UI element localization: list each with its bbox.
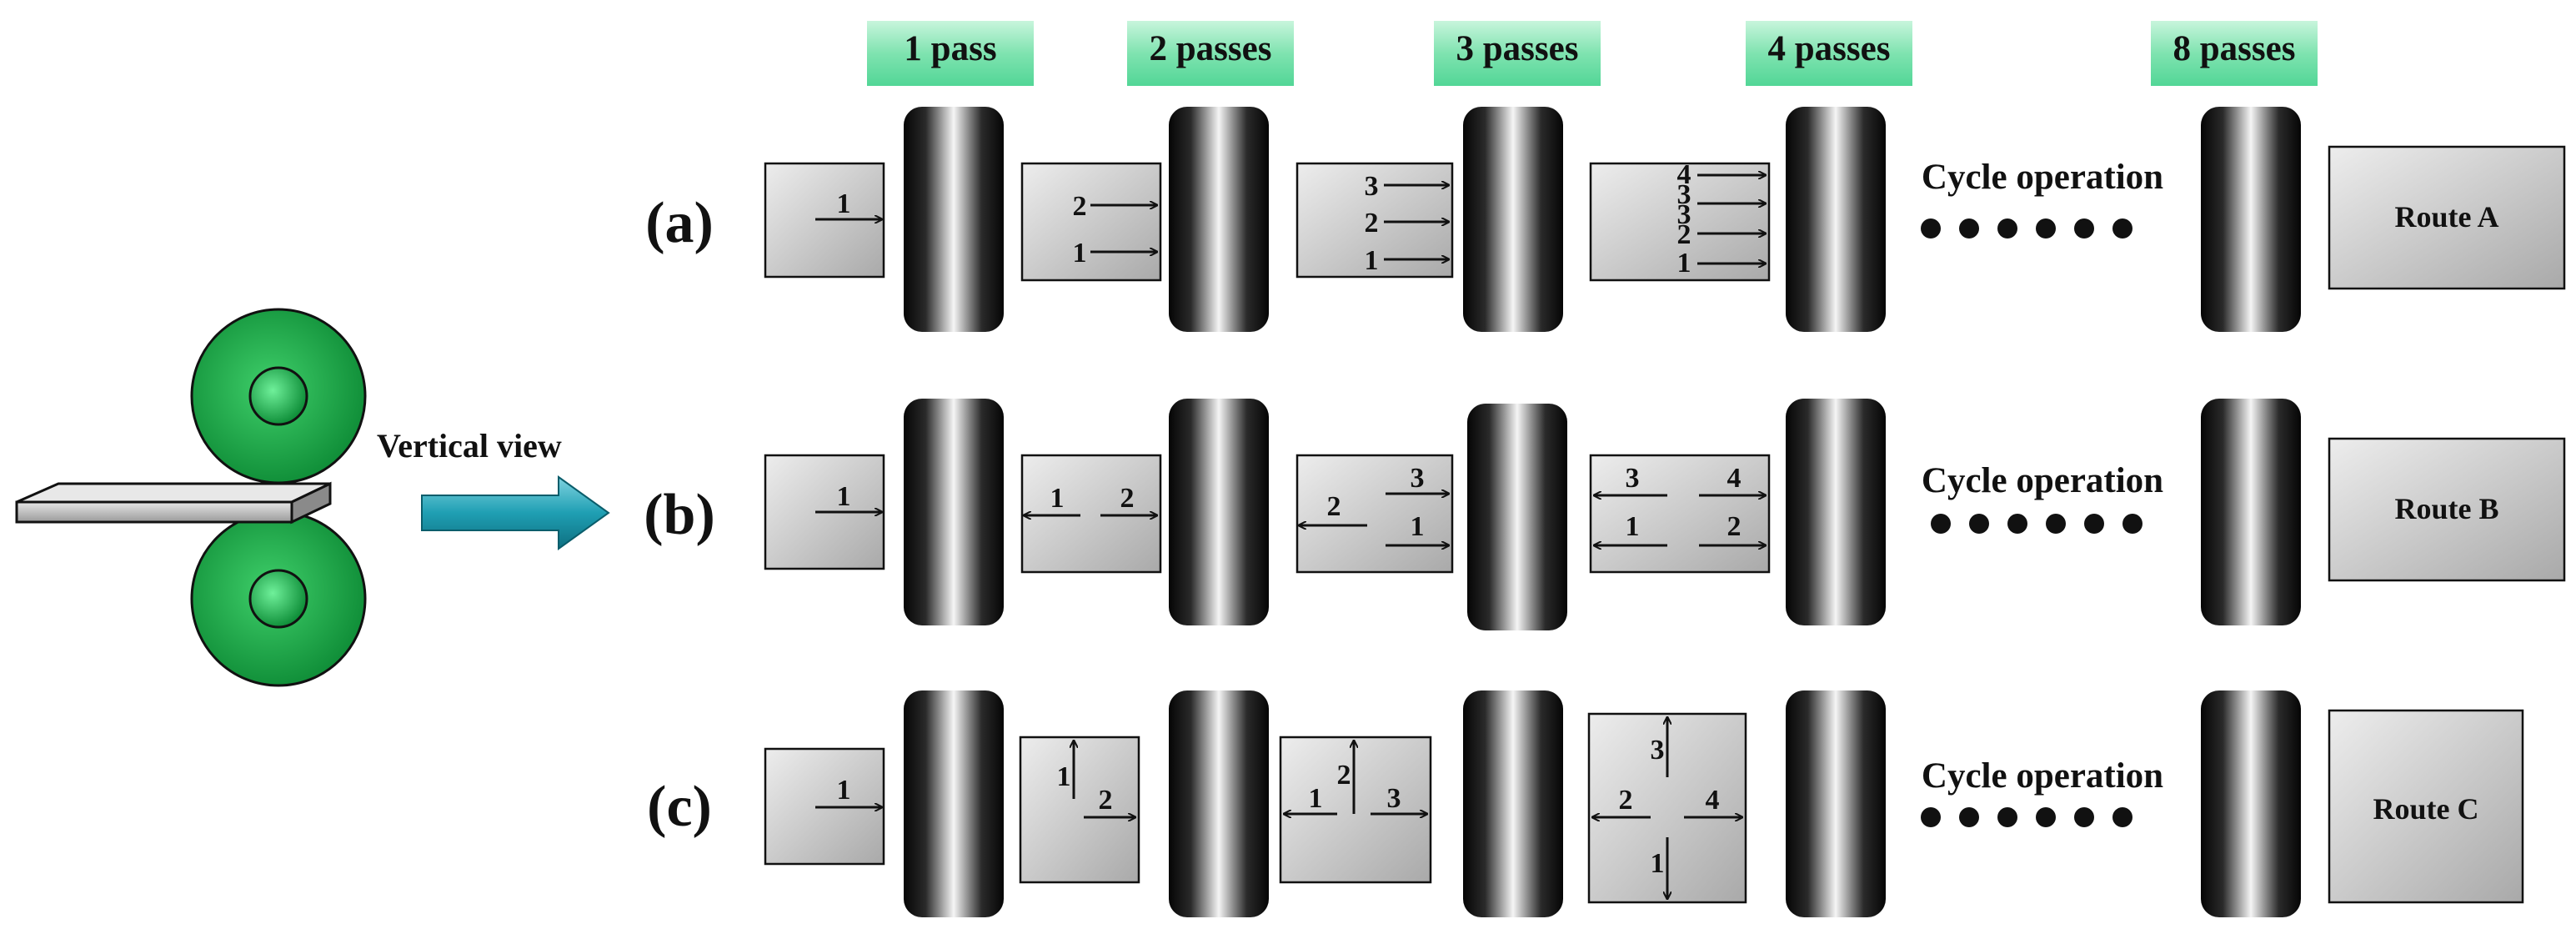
vertical-view-label: Vertical view	[377, 427, 562, 464]
svg-text:3: 3	[1651, 735, 1665, 766]
sample-b-route: Route B	[2328, 437, 2566, 582]
sample-b-2: 1 2	[1020, 454, 1162, 574]
sample-c-4: 3 2 4 1	[1587, 712, 1747, 904]
roller-c-4	[1786, 690, 1886, 917]
pass-label: 3 passes	[1456, 29, 1579, 68]
roller-c-3	[1463, 690, 1563, 917]
cycle-label-c: Cycle operation	[1922, 756, 2163, 796]
sample-c-2: 1 2	[1019, 736, 1140, 884]
roller-b-1	[904, 399, 1004, 625]
pass-label: 4 passes	[1768, 29, 1891, 68]
sample-b-4: 3 1 4 2	[1589, 454, 1771, 574]
sample-c-route: Route C	[2328, 709, 2524, 904]
svg-text:1: 1	[837, 775, 851, 806]
svg-text:1: 1	[1651, 848, 1665, 879]
cycle-dots-b	[1931, 514, 2142, 534]
roller-c-1	[904, 690, 1004, 917]
svg-text:4: 4	[1677, 159, 1691, 190]
lower-roller	[190, 510, 367, 687]
cycle-label-a: Cycle operation	[1922, 158, 2163, 197]
svg-text:3: 3	[1626, 463, 1640, 494]
pass-header-2: 2 passes	[1127, 21, 1294, 86]
svg-text:2: 2	[1337, 760, 1351, 791]
row-label-b: (b)	[644, 483, 715, 547]
svg-text:2: 2	[1619, 785, 1633, 816]
sample-a-4: 4 3 3 2 1	[1589, 159, 1771, 282]
pass-header-1: 1 pass	[867, 21, 1034, 86]
roller-a-3	[1463, 107, 1563, 332]
sample-a-2: 2 1	[1020, 162, 1162, 282]
sample-a-1: 1	[764, 162, 885, 279]
roller-b-4	[1786, 399, 1886, 625]
pass-header-8: 8 passes	[2151, 21, 2318, 86]
svg-text:2: 2	[1727, 511, 1742, 542]
cycle-dots-c	[1921, 807, 2132, 827]
roller-c-8	[2201, 690, 2301, 917]
svg-text:1: 1	[1411, 511, 1425, 542]
pass-header-4: 4 passes	[1746, 21, 1912, 86]
svg-text:3: 3	[1387, 783, 1401, 814]
upper-roller	[190, 308, 367, 485]
svg-text:2: 2	[1099, 785, 1113, 816]
sheet-plate	[15, 481, 332, 525]
sample-a-route: Route A	[2328, 145, 2566, 290]
sample-a-3: 3 2 1	[1296, 162, 1454, 279]
roller-a-4	[1786, 107, 1886, 332]
pass-label: 2 passes	[1150, 29, 1272, 68]
roller-b-2	[1169, 399, 1269, 625]
svg-text:4: 4	[1706, 785, 1720, 816]
pass-header-3: 3 passes	[1434, 21, 1601, 86]
svg-text:2: 2	[1677, 219, 1691, 250]
roller-a-1	[904, 107, 1004, 332]
cycle-label-b: Cycle operation	[1922, 461, 2163, 500]
sample-c-3: 2 1 3	[1279, 736, 1432, 884]
roller-a-2	[1169, 107, 1269, 332]
roller-b-3	[1467, 404, 1567, 630]
svg-text:1: 1	[1073, 238, 1087, 269]
sample-c-1: 1	[764, 747, 885, 866]
row-label-c: (c)	[647, 775, 712, 839]
svg-text:3: 3	[1411, 463, 1425, 494]
sample-b-1: 1	[764, 454, 885, 570]
svg-text:1: 1	[1365, 245, 1379, 276]
svg-text:2: 2	[1327, 491, 1341, 522]
roller-a-8	[2201, 107, 2301, 332]
roller-b-8	[2201, 399, 2301, 625]
svg-text:2: 2	[1120, 483, 1135, 514]
pass-label: 1 pass	[904, 29, 996, 68]
svg-text:2: 2	[1365, 208, 1379, 239]
svg-text:1: 1	[1309, 783, 1323, 814]
svg-text:1: 1	[837, 481, 851, 512]
svg-text:1: 1	[1057, 761, 1071, 792]
sample-b-3: 2 3 1	[1296, 454, 1454, 574]
pass-label: 8 passes	[2173, 29, 2296, 68]
view-direction-arrow	[421, 475, 610, 550]
route-label-b: Route B	[2395, 492, 2499, 525]
svg-text:3: 3	[1365, 171, 1379, 202]
svg-text:1: 1	[1050, 483, 1065, 514]
route-label-a: Route A	[2395, 200, 2499, 233]
svg-text:1: 1	[837, 188, 851, 219]
svg-text:1: 1	[1677, 248, 1691, 279]
cycle-dots-a	[1921, 218, 2132, 239]
svg-text:3: 3	[1677, 199, 1691, 230]
roller-c-2	[1169, 690, 1269, 917]
rolling-mill-illustration: Vertical view	[15, 308, 610, 687]
svg-text:3: 3	[1677, 179, 1691, 210]
svg-text:1: 1	[1626, 511, 1640, 542]
svg-text:2: 2	[1073, 191, 1087, 222]
route-label-c: Route C	[2373, 792, 2479, 826]
row-label-a: (a)	[645, 191, 714, 255]
svg-text:4: 4	[1727, 463, 1742, 494]
